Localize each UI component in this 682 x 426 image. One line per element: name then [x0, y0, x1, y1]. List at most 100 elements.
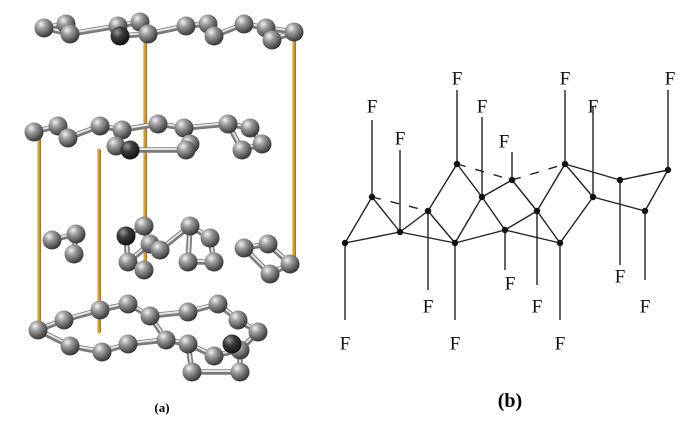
carbon-atom-dot — [478, 193, 486, 201]
carbon-atom — [178, 302, 198, 322]
fluorine-atom-label: F — [452, 68, 463, 89]
fluorine-atom-label: F — [665, 68, 676, 89]
carbon-atom-dot — [341, 239, 349, 247]
carbon-atom — [252, 134, 272, 154]
carbon-carbon-bond — [344, 231, 401, 244]
carbon-carbon-bond — [344, 196, 373, 244]
carbon-atom — [118, 252, 138, 272]
carbon-atom — [156, 330, 176, 350]
carbon-atom — [204, 26, 224, 46]
carbon-atom-dot — [533, 207, 541, 215]
carbon-carbon-bond — [481, 196, 506, 231]
carbon-layers — [24, 12, 304, 382]
carbon-atom — [258, 234, 278, 254]
carbon-atom — [178, 334, 198, 354]
fluorine-bond-lines — [344, 90, 669, 320]
graphite-lattice-panel — [24, 12, 304, 382]
fluorine-atom-label: F — [505, 273, 516, 294]
carbon-carbon-bond — [481, 179, 513, 198]
carbon-atom-dot — [556, 239, 564, 247]
fluorine-atom-label: F — [340, 333, 351, 354]
carbon-atom — [110, 26, 130, 46]
carbon-layer-4 — [28, 294, 268, 382]
carbon-atom — [262, 30, 282, 50]
carbon-carbon-bond — [511, 179, 538, 212]
carbon-carbon-bond — [454, 196, 483, 244]
carbon-atom — [42, 230, 62, 250]
carbon-atom — [204, 252, 224, 272]
carbon-atom — [228, 310, 248, 330]
carbon-carbon-bond — [371, 196, 401, 233]
carbon-atom — [60, 336, 80, 356]
carbon-atom — [230, 362, 250, 382]
carbon-atom — [218, 114, 238, 134]
carbon-atom — [138, 24, 158, 44]
fluorine-atom-label: F — [450, 333, 461, 354]
carbon-atom-dot — [501, 226, 509, 234]
carbon-atom — [34, 18, 54, 38]
fluorine-atom-label: F — [499, 131, 510, 152]
carbon-atom-dot — [641, 207, 649, 215]
carbon-atom — [58, 128, 78, 148]
carbon-atom — [90, 116, 110, 136]
carbon-atom — [64, 244, 84, 264]
carbon-atom — [92, 342, 112, 362]
carbon-atom — [232, 140, 252, 160]
panel-a-caption: (a) — [154, 400, 169, 415]
carbon-atom — [280, 254, 300, 274]
panel-b-caption: (b) — [498, 390, 522, 412]
carbon-atom-dot — [424, 207, 432, 215]
fluorine-atom-label: F — [532, 296, 543, 317]
carbon-carbon-bond — [536, 210, 561, 244]
carbon-carbon-bond — [504, 210, 538, 231]
carbon-carbon-bond — [644, 169, 669, 212]
carbon-atom — [208, 294, 228, 314]
carbon-atom — [248, 322, 268, 342]
carbon-carbon-back-bond — [619, 169, 669, 181]
carbon-atom-dot — [664, 166, 672, 174]
interlayer-rods — [37, 28, 296, 334]
fluorine-atom-label: F — [423, 296, 434, 317]
carbon-atom — [134, 216, 154, 236]
carbon-carbon-bond — [592, 196, 646, 212]
carbon-atom — [116, 226, 136, 246]
carbon-carbon-back-bond — [456, 163, 513, 181]
carbon-layer-2 — [24, 114, 272, 160]
carbon-atom-dot — [561, 160, 569, 168]
carbon-atom-dot — [589, 193, 597, 201]
fluorine-atom-label: F — [615, 266, 626, 287]
carbon-atom — [66, 224, 86, 244]
carbon-atom — [284, 22, 304, 42]
carbon-atom — [240, 118, 260, 138]
carbon-atom — [54, 310, 74, 330]
carbon-atom — [140, 306, 160, 326]
fluorine-atom-label: F — [588, 96, 599, 117]
fluorine-atom-label: F — [367, 96, 378, 117]
carbon-carbon-back-bond — [511, 163, 566, 181]
carbon-carbon-bond — [504, 229, 561, 244]
fluorine-atom-label: F — [640, 296, 651, 317]
carbon-carbon-bond — [564, 163, 594, 198]
carbon-atom — [200, 228, 220, 248]
carbon-carbon-bond — [454, 229, 506, 244]
carbon-atom — [222, 334, 242, 354]
carbon-atom — [118, 334, 138, 354]
carbon-atom-dot — [508, 176, 516, 184]
carbon-layer-3 — [42, 216, 300, 284]
carbon-atom — [182, 362, 202, 382]
carbon-atom — [90, 300, 110, 320]
carbon-layer-1 — [34, 12, 304, 50]
carbon-atom-dot — [451, 239, 459, 247]
carbon-atom-dot — [396, 228, 404, 236]
carbon-atom — [174, 118, 194, 138]
carbon-carbon-bond — [536, 163, 566, 212]
carbon-atom — [134, 260, 154, 280]
fluorine-atom-label: F — [555, 333, 566, 354]
fluorine-atom-label: F — [477, 96, 488, 117]
carbon-atom — [120, 140, 140, 160]
carbon-atom — [234, 238, 254, 258]
